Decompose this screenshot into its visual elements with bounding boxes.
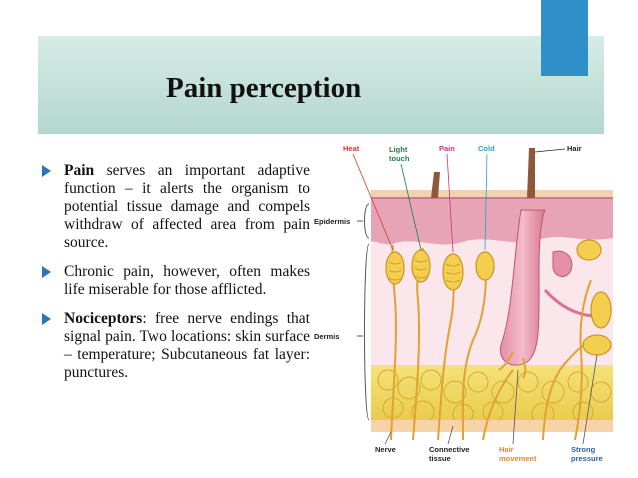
fat-cells bbox=[377, 369, 612, 426]
bullet-keyword: Pain bbox=[64, 162, 95, 179]
hair-stub bbox=[431, 172, 440, 198]
bullet-item: Pain serves an important adaptive functi… bbox=[40, 162, 310, 252]
label-strong-pressure-2: pressure bbox=[571, 454, 603, 463]
label-connective-tissue-2: tissue bbox=[429, 454, 451, 463]
arrow-bullet-icon bbox=[42, 266, 51, 278]
bullet-text: serves an important adaptive function – … bbox=[64, 162, 310, 251]
connective-tissue bbox=[371, 420, 613, 432]
epidermis-layer bbox=[371, 198, 613, 245]
label-hair-movement-2: movement bbox=[499, 454, 537, 463]
label-strong-pressure: Strong bbox=[571, 445, 596, 454]
label-light-touch: Light bbox=[389, 145, 408, 154]
label-epidermis: Epidermis bbox=[314, 217, 350, 226]
slide-title: Pain perception bbox=[166, 72, 362, 104]
header-band bbox=[38, 36, 604, 134]
bullet-list: Pain serves an important adaptive functi… bbox=[40, 162, 310, 393]
label-connective-tissue: Connective bbox=[429, 445, 469, 454]
follicle-gland bbox=[552, 250, 573, 277]
label-hair-movement: Hair bbox=[499, 445, 514, 454]
label-cold: Cold bbox=[478, 144, 495, 153]
label-dermis: Dermis bbox=[314, 332, 339, 341]
bullet-keyword: Nociceptors bbox=[64, 310, 143, 327]
label-nerve: Nerve bbox=[375, 445, 396, 454]
hair-shaft bbox=[527, 148, 535, 198]
label-hair: Hair bbox=[567, 144, 582, 153]
arrow-bullet-icon bbox=[42, 165, 51, 177]
hair-root-plexus bbox=[498, 351, 527, 379]
label-heat: Heat bbox=[343, 144, 360, 153]
label-pain: Pain bbox=[439, 144, 455, 153]
bullet-text: : free nerve endings that signal pain. T… bbox=[64, 310, 310, 381]
dermis-bracket bbox=[357, 243, 370, 421]
corpuscle-coils bbox=[388, 259, 461, 283]
skin-receptor-illustration: Heat Light touch Pain Cold Hair Epidermi… bbox=[314, 144, 613, 463]
accent-bar bbox=[541, 0, 588, 76]
bullet-text: Chronic pain, however, often makes life … bbox=[64, 263, 310, 298]
bullet-item: Nociceptors: free nerve endings that sig… bbox=[40, 310, 310, 382]
arrow-bullet-icon bbox=[42, 313, 51, 325]
bullet-item: Chronic pain, however, often makes life … bbox=[40, 263, 310, 299]
dermis-layer bbox=[371, 237, 613, 370]
epidermis-bracket bbox=[357, 203, 370, 239]
bottom-leader-lines bbox=[384, 354, 598, 445]
arrector-muscle bbox=[543, 288, 594, 318]
label-light-touch-2: touch bbox=[389, 154, 410, 163]
label-leader-lines bbox=[352, 148, 566, 253]
hair-follicle bbox=[499, 209, 546, 366]
